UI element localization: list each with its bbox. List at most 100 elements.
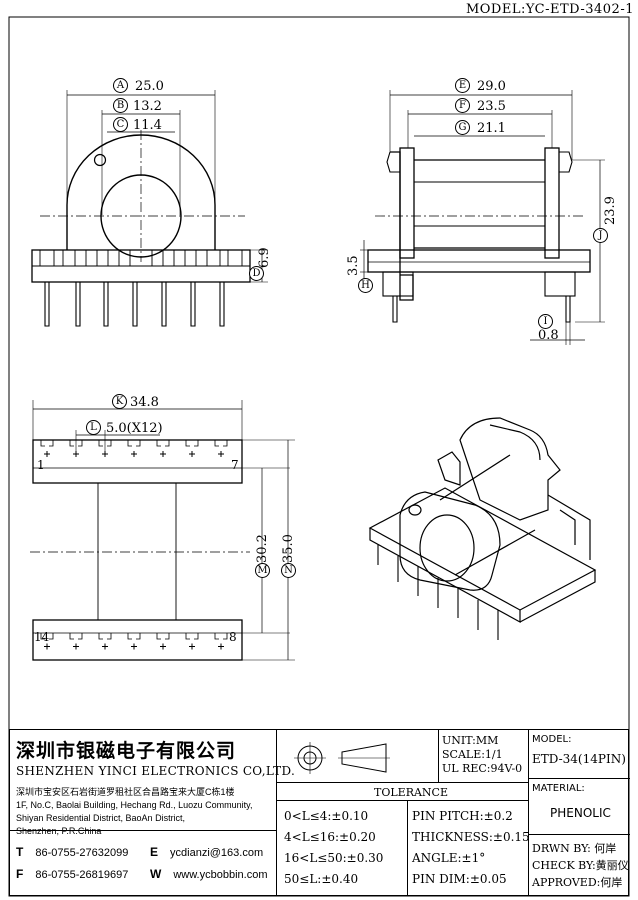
tel-value: 86-0755-27632099 [35, 847, 129, 859]
pin-label-8: 8 [229, 630, 237, 644]
label-j: J [593, 228, 608, 243]
projection-symbol [294, 742, 390, 774]
pin-pitch-tolerance: PIN PITCH:±0.2 [412, 809, 513, 823]
angle-tolerance: ANGLE:±1° [412, 851, 486, 865]
drawn-by: DRWN BY: 何岸 [532, 842, 617, 855]
pin-mark [44, 643, 50, 650]
dim-m-value: 30.2 [255, 534, 270, 563]
pin-notch [98, 633, 112, 640]
pin-notch [40, 633, 54, 640]
tolerance-other: PIN PITCH:±0.2 THICKNESS:±0.15 ANGLE:±1°… [412, 806, 530, 890]
front-view [31, 90, 268, 327]
pin-notch [185, 633, 199, 640]
tolerance-length: 0<L≤4:±0.10 4<L≤16:±0.20 16<L≤50:±0.30 5… [284, 806, 383, 890]
ul-text: UL REC:94V-0 [442, 762, 523, 775]
dim-j-value: 23.9 [603, 196, 618, 225]
pin-mark [44, 451, 50, 457]
address-cn: 深圳市宝安区石岩街道罗租社区合昌路宝来大厦C栋1楼 [16, 787, 235, 797]
dim-b-value: 13.2 [133, 99, 162, 114]
company-name-en: SHENZHEN YINCI ELECTRONICS CO,LTD. [16, 764, 296, 778]
label-f: F [455, 98, 470, 113]
pin-mark [102, 643, 108, 650]
label-l: L [86, 420, 101, 435]
tolerance-row-4: 50≤L:±0.40 [284, 872, 359, 886]
tolerance-row-3: 16<L≤50:±0.30 [284, 851, 384, 865]
pin-label-14: 14 [34, 630, 50, 644]
pin-notch [214, 440, 228, 447]
front-pins [44, 282, 225, 327]
dim-f-value: 23.5 [477, 99, 506, 114]
label-i: I [538, 314, 553, 329]
pin-mark [218, 643, 224, 650]
tolerance-row-1: 0<L≤4:±0.10 [284, 809, 369, 823]
model-value: ETD-34(14PIN) [532, 752, 626, 766]
label-m: M [255, 563, 270, 578]
pin-notch [69, 633, 83, 640]
fax-value: 86-0755-26819697 [35, 869, 129, 881]
material-label: MATERIAL: [532, 783, 585, 794]
spec-block: UNIT:MM SCALE:1/1 UL REC:94V-0 [442, 734, 522, 776]
label-e: E [455, 78, 470, 93]
label-n: N [281, 563, 296, 578]
model-label: MODEL: [532, 734, 572, 745]
pin-label-7: 7 [231, 458, 239, 472]
pin-mark [102, 451, 108, 457]
thickness-tolerance: THICKNESS:±0.15 [412, 830, 530, 844]
pin-notch [69, 440, 83, 447]
sheet-border [8, 16, 630, 897]
title-block: 深圳市银磁电子有限公司 SHENZHEN YINCI ELECTRONICS C… [9, 729, 630, 896]
pin-mark [160, 451, 166, 457]
pin-label-1: 1 [37, 458, 45, 472]
dim-k-value: 34.8 [130, 395, 159, 410]
dim-a-value: 25.0 [135, 79, 164, 94]
web-label: W [150, 867, 162, 881]
email-value: ycdianzi@163.com [170, 847, 264, 859]
pin-notch [98, 440, 112, 447]
checked-by: CHECK BY:黄丽仪 [532, 859, 629, 872]
pin-notch [156, 440, 170, 447]
pin-notch [127, 440, 141, 447]
pin-mark [73, 643, 79, 650]
bottom-view-pins [40, 440, 228, 650]
address-en-1: 1F, No.C, Baolai Building, Hechang Rd., … [16, 800, 253, 810]
label-g: G [455, 120, 470, 135]
model-header: MODEL:YC-ETD-3402-1 [465, 2, 634, 17]
label-k: K [112, 394, 127, 409]
tel-label: T [16, 845, 24, 859]
company-name-cn: 深圳市银磁电子有限公司 [16, 740, 237, 762]
pin-mark [131, 643, 137, 650]
web-value: www.ycbobbin.com [173, 869, 268, 881]
pin-mark [189, 451, 195, 457]
material-value: PHENOLIC [550, 806, 611, 820]
tolerance-title: TOLERANCE [374, 786, 448, 799]
pin-notch [40, 440, 54, 447]
approval-block: DRWN BY: 何岸 CHECK BY:黄丽仪 APPROVED:何岸 [532, 840, 629, 891]
label-c: C [113, 117, 128, 132]
side-view [360, 90, 605, 345]
dim-d-value: 6.9 [257, 247, 272, 268]
dim-n-value: 35.0 [281, 534, 296, 563]
label-d: D [249, 266, 264, 281]
dim-h-value: 3.5 [346, 255, 361, 276]
pin-mark [73, 451, 79, 457]
pin-notch [127, 633, 141, 640]
dim-l-value: 5.0(X12) [106, 421, 163, 436]
pin-mark [160, 643, 166, 650]
pin-notch [185, 440, 199, 447]
email-label: E [150, 845, 159, 859]
bottom-view [30, 400, 295, 661]
pin-notch [156, 633, 170, 640]
company-address: 深圳市宝安区石岩街道罗租社区合昌路宝来大厦C栋1楼 1F, No.C, Baol… [16, 786, 252, 838]
dim-i-value: 0.8 [538, 328, 559, 343]
dimension-labels: 25.0 13.2 11.4 6.9 29.0 23.5 21.1 3.5 0.… [34, 78, 618, 644]
fax-label: F [16, 867, 24, 881]
pin-mark [189, 643, 195, 650]
address-en-3: Shenzhen, P.R.China [16, 826, 102, 836]
approved-by: APPROVED:何岸 [532, 876, 623, 889]
unit-text: UNIT:MM [442, 734, 499, 747]
pin-mark [218, 451, 224, 457]
